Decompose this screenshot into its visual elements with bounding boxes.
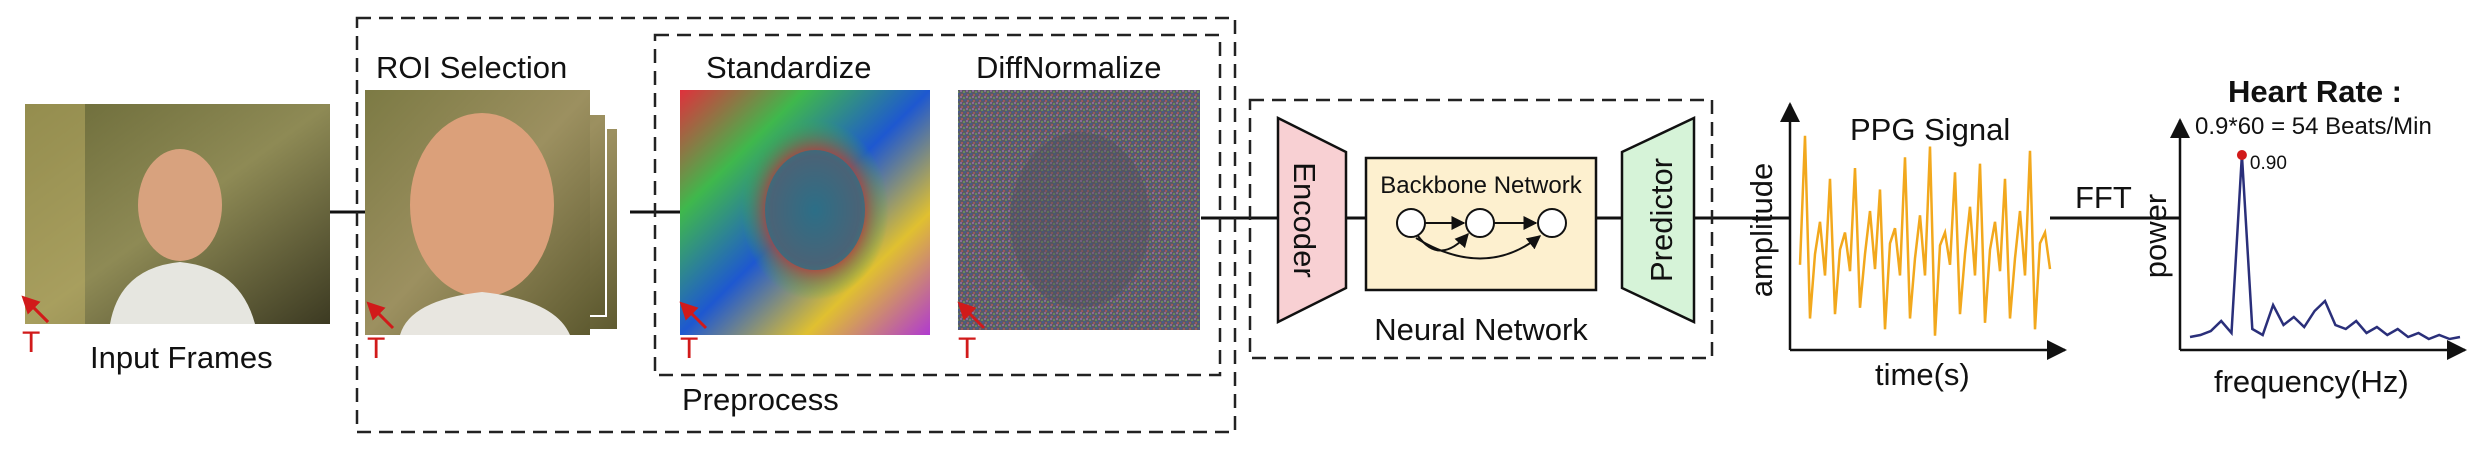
diffnormalize-frames-stack: [958, 90, 1201, 331]
roi-frames-stack: [365, 90, 619, 335]
ppg-signal-line: [1798, 135, 2052, 336]
flow-connectors: [325, 210, 2180, 220]
svg-text:T: T: [22, 326, 40, 359]
ppg-chart: PPG Signal time(s) amplitude: [1744, 102, 2067, 392]
label-diffnormalize: DiffNormalize: [976, 50, 1161, 85]
predictor-block: Predictor: [1620, 116, 1696, 324]
preprocess-box: [653, 33, 1222, 377]
ppg-xlabel: time(s): [1875, 357, 1970, 392]
svg-text:T: T: [958, 332, 976, 365]
spectrum-peak-label: 0.90: [2250, 153, 2287, 174]
backbone-block: Backbone Network: [1364, 156, 1598, 292]
time-marker-standardize: T: [679, 301, 708, 365]
heart-rate-title: Heart Rate :: [2228, 74, 2402, 109]
roi-preprocess-outer-box: [355, 16, 1237, 434]
standardize-frames-stack: [680, 90, 931, 335]
label-preprocess: Preprocess: [682, 382, 839, 417]
predictor-label: Predictor: [1644, 158, 1679, 282]
time-marker-diffnormalize: T: [957, 301, 986, 365]
neural-network-box: [1248, 98, 1714, 360]
backbone-label: Backbone Network: [1380, 172, 1582, 199]
spectrum-xlabel: frequency(Hz): [2214, 364, 2409, 399]
fft-label: FFT: [2075, 180, 2132, 215]
time-marker-roi: T: [366, 301, 395, 365]
spectrum-ylabel: power: [2138, 194, 2173, 278]
label-roi-selection: ROI Selection: [376, 50, 567, 85]
spectrum-chart: Heart Rate : 0.9*60 = 54 Beats/Min frequ…: [2138, 74, 2467, 399]
encoder-label: Encoder: [1287, 162, 1322, 277]
backbone-node: [1465, 208, 1495, 238]
encoder-block: Encoder: [1276, 115, 1348, 325]
input-frames-stack: [25, 104, 330, 324]
backbone-node: [1396, 208, 1426, 238]
label-input-frames: Input Frames: [90, 340, 273, 375]
time-marker-input: T: [21, 295, 50, 359]
label-standardize: Standardize: [706, 50, 871, 85]
svg-text:T: T: [367, 332, 385, 365]
backbone-node: [1537, 208, 1567, 238]
ppg-ylabel: amplitude: [1744, 163, 1779, 297]
spectrum-peak-dot: [2236, 150, 2247, 160]
ppg-title: PPG Signal: [1850, 112, 2010, 147]
diffnormalize-frame-image: [958, 90, 1200, 330]
heart-rate-formula: 0.9*60 = 54 Beats/Min: [2195, 113, 2432, 140]
spectrum-line: [2189, 154, 2461, 341]
neural-network-label: Neural Network: [1374, 312, 1588, 347]
svg-text:T: T: [680, 332, 698, 365]
